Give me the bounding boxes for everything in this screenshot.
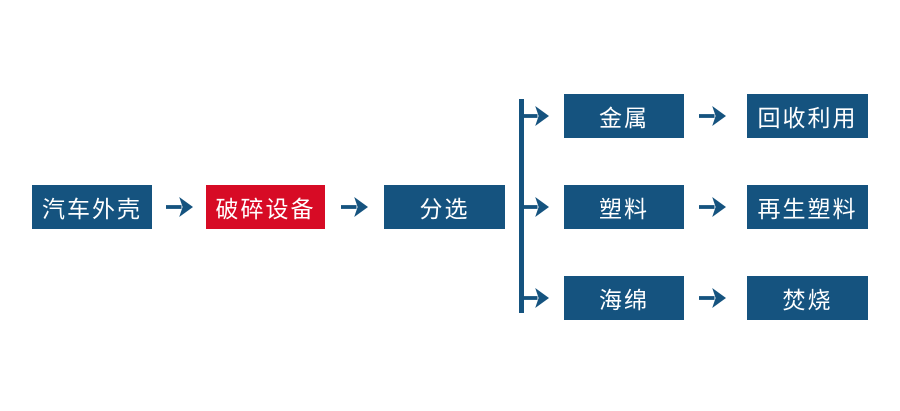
- node-metal: 金属: [564, 94, 684, 138]
- arrow-right-icon: [166, 197, 193, 217]
- node-recycle: 回收利用: [747, 94, 868, 138]
- node-plastic: 塑料: [564, 185, 684, 229]
- node-sorting: 分选: [384, 185, 505, 229]
- branch-connector-line: [519, 99, 524, 313]
- arrow-right-icon: [699, 288, 726, 308]
- node-car-shell: 汽车外壳: [32, 185, 152, 229]
- arrow-right-icon: [341, 197, 368, 217]
- node-incineration: 焚烧: [747, 276, 868, 320]
- arrow-right-icon: [522, 288, 549, 308]
- arrow-right-icon: [522, 106, 549, 126]
- node-recycled-plastic: 再生塑料: [747, 185, 868, 229]
- arrow-right-icon: [699, 197, 726, 217]
- arrow-right-icon: [699, 106, 726, 126]
- node-sponge: 海绵: [564, 276, 684, 320]
- arrow-right-icon: [522, 197, 549, 217]
- node-crusher: 破碎设备: [206, 185, 325, 229]
